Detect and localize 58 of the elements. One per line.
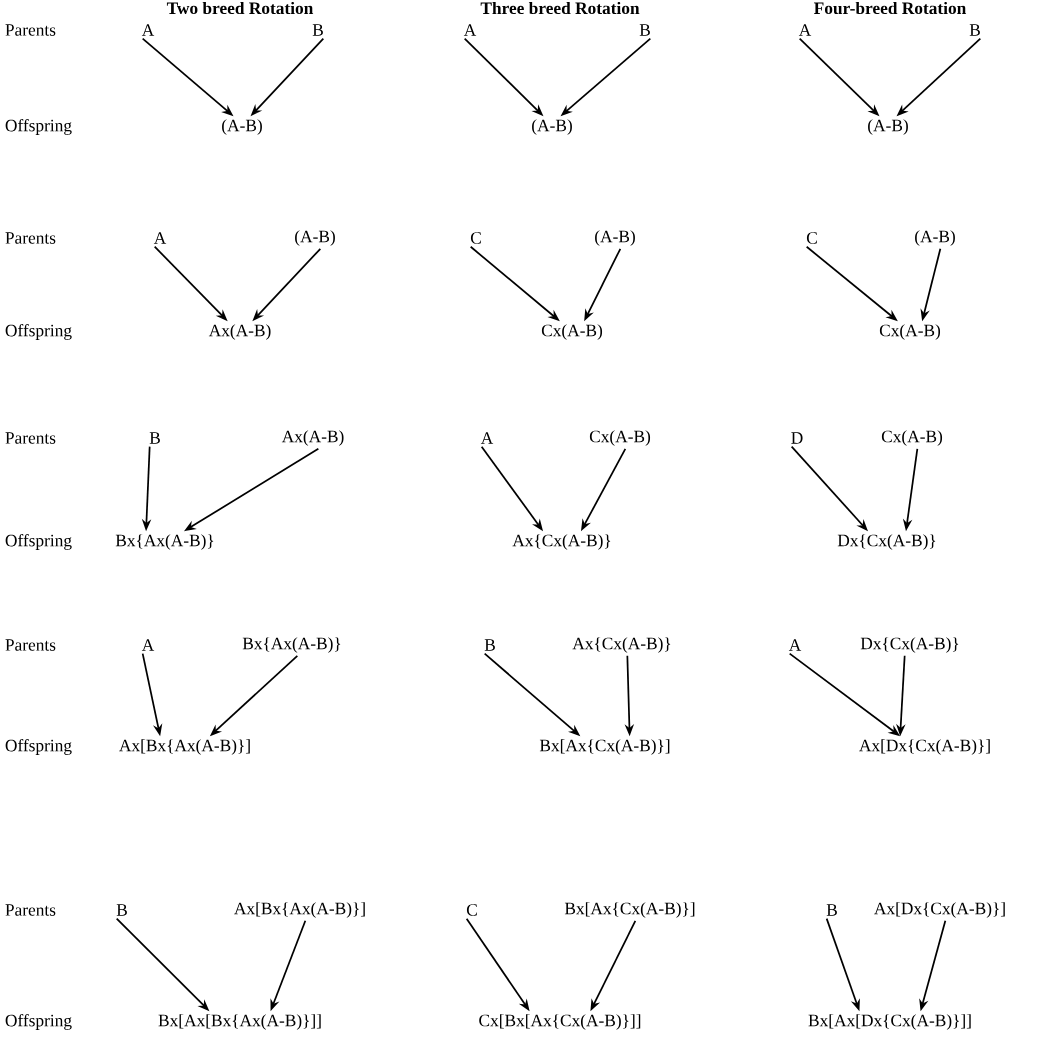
column-heading: Three breed Rotation xyxy=(480,1,640,15)
row-label: Parents xyxy=(5,232,56,244)
row-label: Parents xyxy=(5,639,56,651)
breed-label: B xyxy=(826,904,837,916)
breed-label: Bx[Ax{Cx(A-B)}] xyxy=(564,902,695,918)
breed-label: C xyxy=(806,232,817,244)
breed-label: (A-B) xyxy=(295,230,335,246)
breed-label: Ax{Cx(A-B)} xyxy=(572,637,671,653)
breed-label: Ax{Cx(A-B)} xyxy=(512,534,611,550)
column-heading: Four-breed Rotation xyxy=(814,1,967,15)
breed-label: A xyxy=(480,432,494,444)
breed-label: B xyxy=(639,24,650,36)
row-label: Offspring xyxy=(5,739,72,755)
breed-label: B xyxy=(484,639,495,651)
breed-label: Ax(A-B) xyxy=(208,324,271,340)
breed-label: Ax[Dx{Cx(A-B)}] xyxy=(874,902,1005,918)
row-label: Offspring xyxy=(5,534,72,550)
breed-label: Bx{Ax(A-B)} xyxy=(115,534,214,550)
breed-label: B xyxy=(312,24,323,36)
row-label: Parents xyxy=(5,432,56,444)
breed-label: B xyxy=(149,432,160,444)
breed-label: (A-B) xyxy=(532,119,572,135)
breed-label: C xyxy=(470,232,481,244)
breed-label: Dx{Cx(A-B)} xyxy=(860,637,959,653)
column-heading: Two breed Rotation xyxy=(166,1,314,15)
breed-label: A xyxy=(141,24,155,36)
breed-label: (A-B) xyxy=(915,230,955,246)
breed-label: Cx[Bx[Ax{Cx(A-B)}]] xyxy=(479,1014,641,1030)
breed-label: Bx{Ax(A-B)} xyxy=(242,637,341,653)
breed-label: (A-B) xyxy=(222,119,262,135)
breed-label: A xyxy=(153,232,167,244)
breed-label: A xyxy=(798,24,812,36)
breed-label: Ax[Bx{Ax(A-B)}] xyxy=(119,739,250,755)
breed-label: Cx(A-B) xyxy=(881,430,943,446)
breed-label: (A-B) xyxy=(868,119,908,135)
row-label: Parents xyxy=(5,24,56,36)
breed-label: A xyxy=(788,639,802,651)
breed-label: Bx[Ax[Bx{Ax(A-B)}]] xyxy=(158,1014,321,1030)
breed-label: Dx{Cx(A-B)} xyxy=(837,534,936,550)
breed-label: Ax(A-B) xyxy=(281,430,344,446)
breed-label: Bx[Ax{Cx(A-B)}] xyxy=(539,739,670,755)
row-label: Offspring xyxy=(5,119,72,135)
breed-label: Ax[Dx{Cx(A-B)}] xyxy=(859,739,990,755)
breed-label: C xyxy=(466,904,477,916)
breed-label: (A-B) xyxy=(595,230,635,246)
breed-label: Cx(A-B) xyxy=(879,324,941,340)
row-label: Offspring xyxy=(5,1014,72,1030)
breed-label: Cx(A-B) xyxy=(589,430,651,446)
breed-label: B xyxy=(969,24,980,36)
row-label: Parents xyxy=(5,904,56,916)
breed-label: B xyxy=(116,904,127,916)
breed-label: Bx[Ax[Dx{Cx(A-B)}]] xyxy=(808,1014,971,1030)
breed-label: Ax[Bx{Ax(A-B)}] xyxy=(234,902,365,918)
breed-label: D xyxy=(791,432,803,444)
breed-label: Cx(A-B) xyxy=(541,324,603,340)
breed-label: A xyxy=(463,24,477,36)
breed-label: A xyxy=(141,639,155,651)
row-label: Offspring xyxy=(5,324,72,340)
